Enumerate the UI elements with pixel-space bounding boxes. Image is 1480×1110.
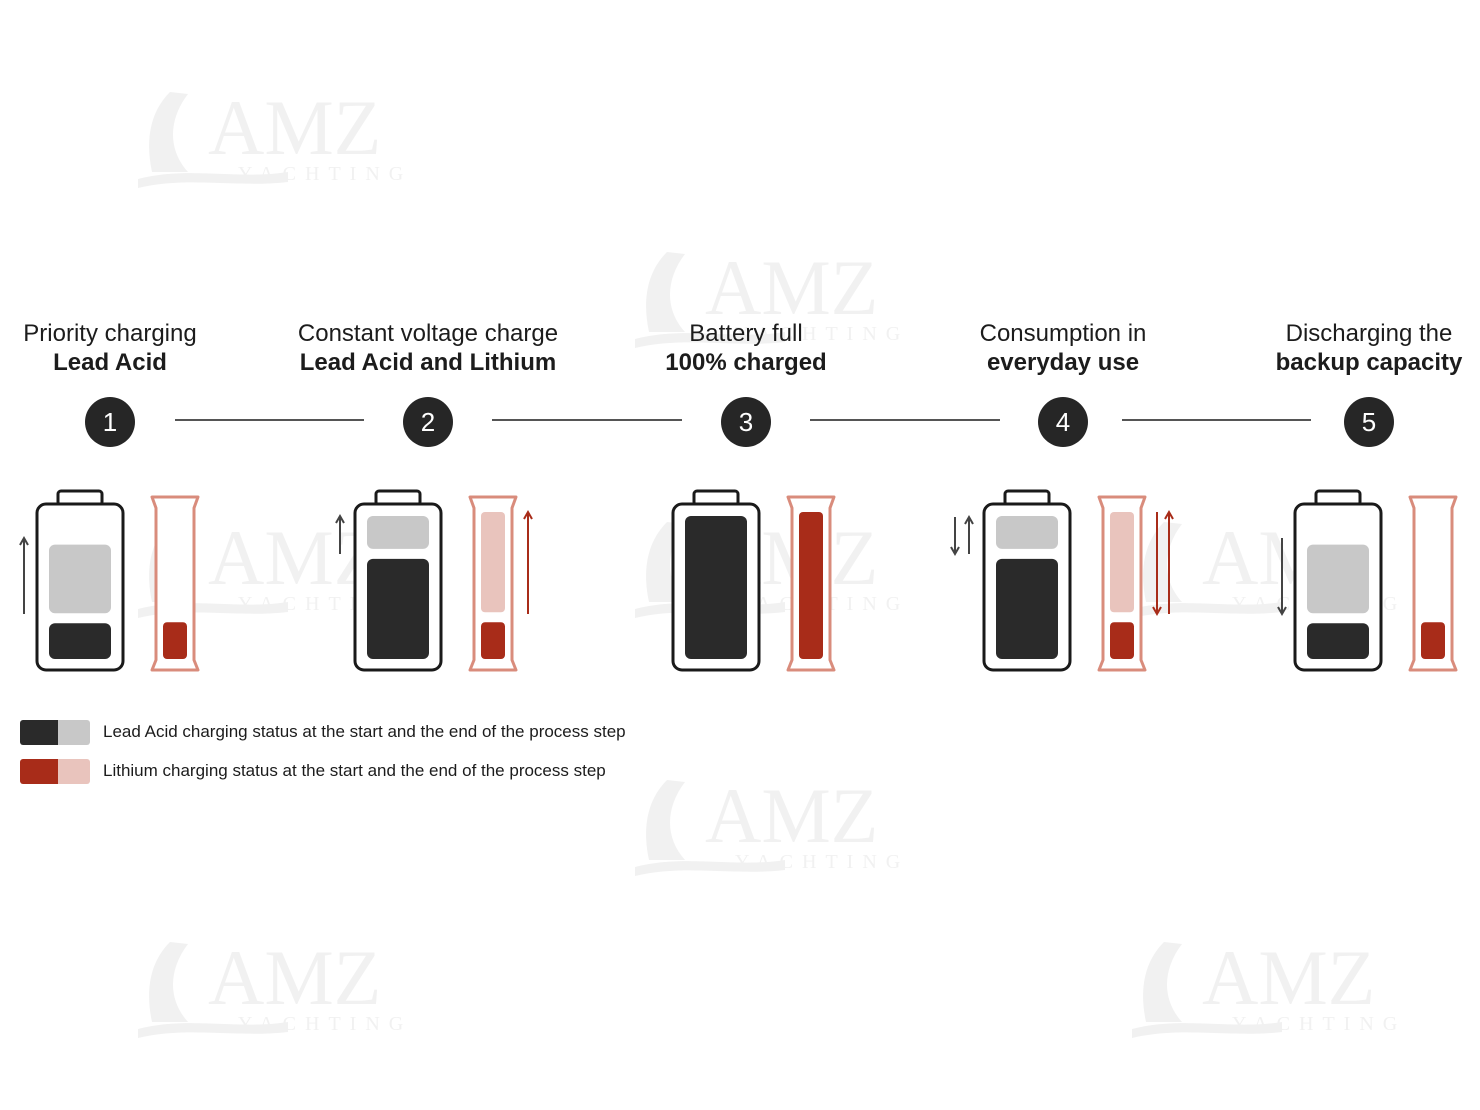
legend-lead-acid-text: Lead Acid charging status at the start a…	[103, 722, 626, 741]
lithium-discharge-arrow-down-head	[1152, 606, 1162, 617]
lithium-start-level	[481, 622, 505, 659]
svg-text:AMZ: AMZ	[1202, 934, 1375, 1021]
lead-charge-arrow-up-head	[19, 535, 29, 546]
step-5-subtitle: Discharging the	[1285, 320, 1453, 347]
watermark-logo: AMZ YACHTING	[138, 934, 412, 1038]
legend-lead-acid-swatch	[20, 720, 90, 745]
lead-acid-start-level	[367, 558, 429, 659]
step-3-subtitle: Battery full	[689, 320, 803, 347]
step-1-subtitle: Priority charging	[23, 320, 197, 347]
lithium-charge-arrow-up-head	[523, 509, 533, 520]
svg-text:YACHTING: YACHTING	[735, 851, 909, 873]
step-5-heading: backup capacity	[1275, 349, 1463, 376]
lead-acid-start-level	[996, 558, 1058, 659]
svg-text:YACHTING: YACHTING	[238, 1013, 412, 1035]
legend-swatch-end	[58, 759, 90, 784]
svg-text:AMZ: AMZ	[208, 514, 381, 601]
svg-text:AMZ: AMZ	[208, 84, 381, 171]
step-1-number: 1	[85, 397, 135, 447]
legend-lithium-text: Lithium charging status at the start and…	[103, 761, 606, 780]
step-5-number: 5	[1344, 397, 1394, 447]
step-3-heading: 100% charged	[665, 349, 827, 376]
step-2-title: Constant voltage charge Lead Acid and Li…	[258, 319, 598, 377]
lithium-start-level	[799, 512, 823, 659]
legend-swatch-start	[20, 720, 58, 745]
lead-acid-end-level	[49, 544, 111, 614]
step-connector	[492, 419, 682, 421]
watermark-logo: AMZ YACHTING	[138, 84, 412, 188]
svg-text:AMZ: AMZ	[705, 772, 878, 859]
step-3-title: Battery full 100% charged	[576, 319, 916, 377]
step-4-title: Consumption in everyday use	[893, 319, 1233, 377]
step-connector	[810, 419, 1000, 421]
legend-lithium-swatch	[20, 759, 90, 784]
lead-charge-arrow-up-head	[964, 514, 974, 525]
svg-text:YACHTING: YACHTING	[1232, 1013, 1406, 1035]
step-1-heading: Lead Acid	[53, 349, 167, 376]
step-connector	[1122, 419, 1311, 421]
step-connector	[175, 419, 364, 421]
step-4-subtitle: Consumption in	[979, 320, 1147, 347]
step-4-number: 4	[1038, 397, 1088, 447]
step-3-number: 3	[721, 397, 771, 447]
lead-acid-end-level	[996, 516, 1058, 549]
watermark-logo: AMZ YACHTING	[635, 772, 909, 876]
lead-discharge-arrow-down-head	[950, 546, 960, 557]
step-5-title: Discharging the backup capacity	[1199, 319, 1480, 377]
watermark-logo: AMZ YACHTING	[635, 244, 909, 348]
lead-acid-end-level	[367, 516, 429, 549]
lead-charge-arrow-up-head	[335, 513, 345, 524]
watermark-logo: AMZ YACHTING	[1132, 934, 1406, 1038]
lead-acid-start-level	[685, 516, 747, 659]
svg-text:AMZ: AMZ	[705, 244, 878, 331]
legend-swatch-start	[20, 759, 58, 784]
lead-acid-end-level	[1307, 544, 1369, 614]
svg-text:YACHTING: YACHTING	[735, 323, 909, 345]
legend-swatch-end	[58, 720, 90, 745]
lead-discharge-arrow-down-head	[1277, 606, 1287, 617]
lead-acid-start-level	[1307, 623, 1369, 659]
step-1-title: Priority charging Lead Acid	[0, 319, 280, 377]
lead-acid-start-level	[49, 623, 111, 659]
step-2-subtitle: Constant voltage charge	[297, 320, 559, 347]
lithium-end-level	[1110, 512, 1134, 613]
step-2-heading: Lead Acid and Lithium	[299, 349, 557, 376]
lithium-end-level	[481, 512, 505, 613]
lithium-charge-arrow-up-head	[1164, 509, 1174, 520]
svg-text:AMZ: AMZ	[208, 934, 381, 1021]
lithium-start-level	[163, 622, 187, 659]
step-4-heading: everyday use	[986, 349, 1140, 376]
svg-text:YACHTING: YACHTING	[238, 163, 412, 185]
lithium-start-level	[1421, 622, 1445, 659]
step-2-number: 2	[403, 397, 453, 447]
lithium-start-level	[1110, 622, 1134, 659]
